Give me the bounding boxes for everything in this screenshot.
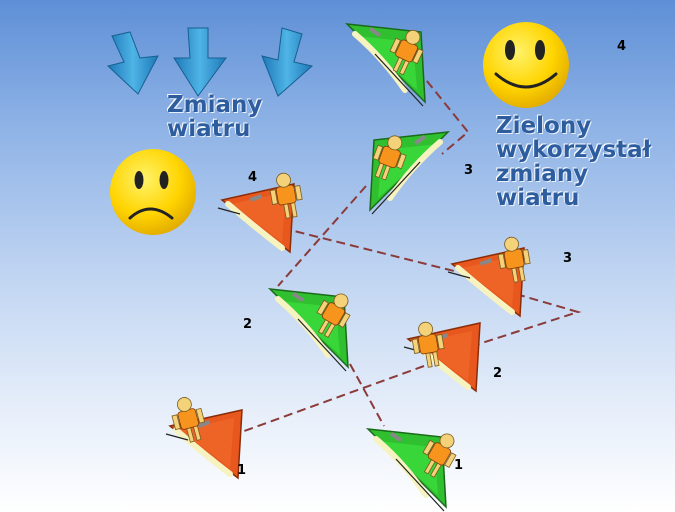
orange-sailboat-icon [448, 234, 534, 316]
green-sailboat-icon [270, 287, 358, 371]
position-number-2-green: 2 [243, 317, 253, 332]
green-label-line-1: Zielony [496, 113, 592, 139]
position-number-4-green: 4 [617, 39, 627, 54]
green-label-line-4: wiatru [496, 185, 580, 212]
sad-face-icon [110, 149, 196, 235]
position-number-2-orange: 2 [493, 366, 503, 381]
wind-changes-line-2: wiatru [167, 116, 251, 143]
position-number-3-green: 3 [464, 163, 474, 178]
wind-changes-label: Zmiany wiatru [167, 93, 277, 141]
wind-arrow-icon [106, 31, 159, 95]
green-sailboat-icon [347, 24, 430, 106]
orange-sailboat-icon [218, 170, 306, 252]
wind-arrow-icon [261, 27, 314, 97]
green-label-line-2: wykorzystał [496, 137, 652, 164]
green-sailboat-icon [368, 427, 464, 511]
green-used-wind-label: Zielony wykorzystał zmiany wiatru [496, 114, 666, 211]
position-number-1-green: 1 [454, 458, 464, 473]
green-label-line-3: zmiany [496, 161, 589, 188]
green-sailboat-icon [368, 131, 448, 214]
position-number-4-orange: 4 [248, 170, 258, 185]
orange-sailboat-icon [404, 319, 480, 391]
position-number-3-orange: 3 [563, 251, 573, 266]
course-lines [235, 69, 582, 435]
wind-arrow-icon [173, 27, 227, 97]
wind-changes-line-1: Zmiany [167, 92, 263, 118]
orange-sailboat-icon [166, 393, 242, 478]
happy-face-icon [483, 22, 569, 108]
position-number-1-orange: 1 [237, 463, 247, 478]
